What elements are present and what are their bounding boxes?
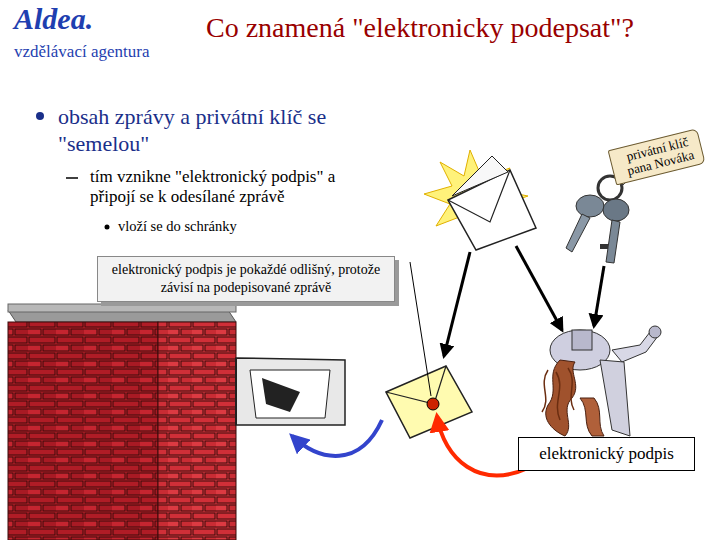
flow-arrow xyxy=(516,246,562,330)
bullet-dash xyxy=(66,177,78,179)
sub-bullet-text: tím vznikne "elektronický podpis" a přip… xyxy=(90,167,380,207)
logo-text: Aldea. xyxy=(14,2,93,36)
node-text: privátní klíč pana Nováka xyxy=(619,134,699,179)
signed-envelope xyxy=(386,366,472,438)
leader-line xyxy=(410,262,431,396)
keys xyxy=(566,175,640,263)
callout-box: elektronický podpis je pokaždé odlišný, … xyxy=(97,256,395,302)
grinder xyxy=(542,326,661,436)
label-box: elektronický podpis xyxy=(518,437,695,471)
flow-arrow xyxy=(594,266,604,326)
flow-arrow xyxy=(444,252,470,356)
node-text: elektronický podpis je pokaždé odlišný, … xyxy=(106,261,386,297)
sub-sub-bullet-text: vloží se do schránky xyxy=(118,218,338,235)
open-envelope xyxy=(424,150,536,250)
post-arrow xyxy=(292,420,382,456)
brick-wall xyxy=(8,304,236,540)
attach-arrow xyxy=(437,416,528,475)
bullet-dot xyxy=(105,225,110,230)
mailbox-flap xyxy=(236,358,345,425)
logo-subtitle: vzdělávací agentura xyxy=(14,42,149,62)
key-tag: privátní klíč pana Nováka xyxy=(608,128,706,185)
bullet-text: obsah zprávy a privátní klíč se "semelou… xyxy=(58,103,368,157)
bullet-dot xyxy=(36,112,44,120)
slide-title: Co znamená "elektronicky podepsat"? xyxy=(206,12,634,44)
node-text: elektronický podpis xyxy=(525,444,688,464)
